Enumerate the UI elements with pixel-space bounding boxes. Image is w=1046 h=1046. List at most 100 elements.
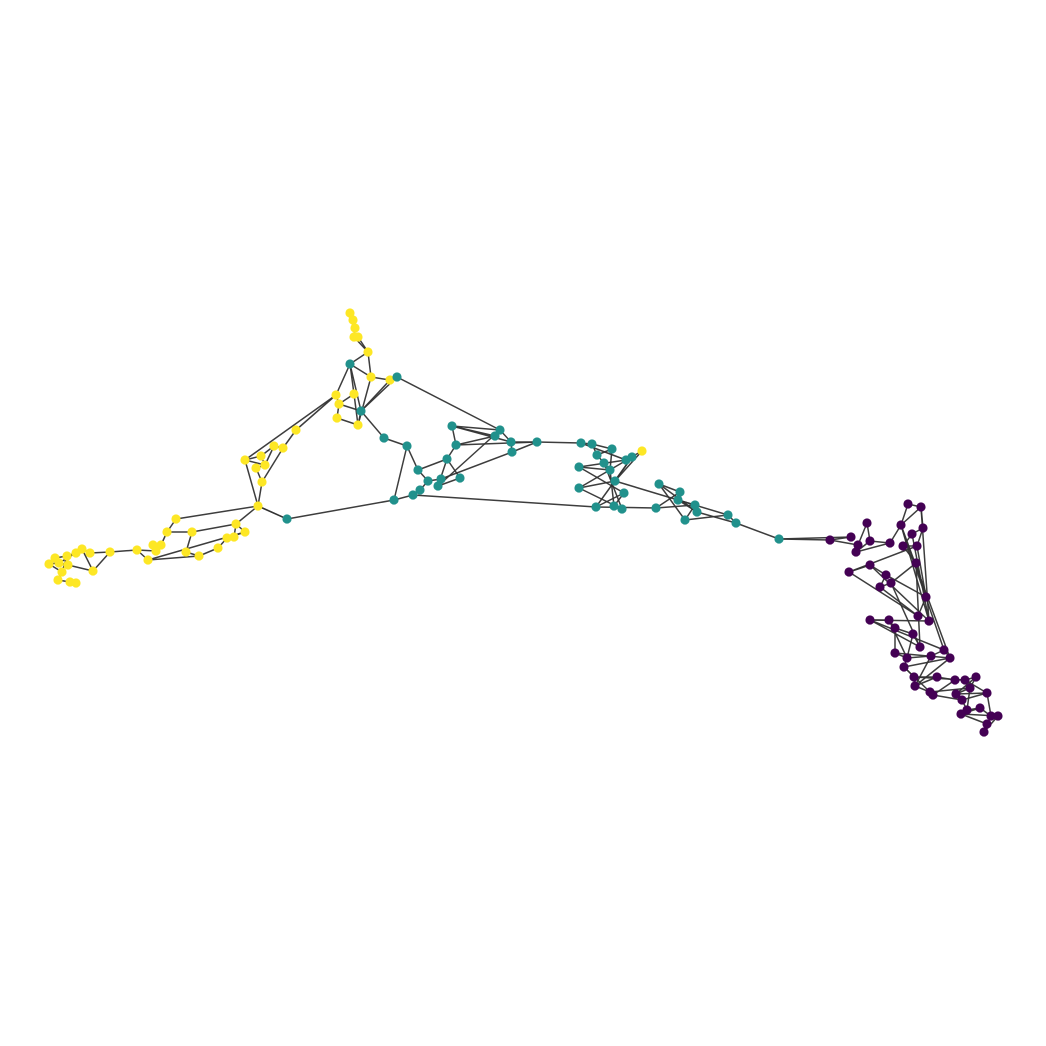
graph-node-c1 xyxy=(607,444,617,454)
graph-node-c0 xyxy=(825,535,835,545)
graph-edge xyxy=(900,524,930,622)
graph-node-c0 xyxy=(911,558,921,568)
graph-edge xyxy=(147,555,200,561)
graph-edge xyxy=(696,511,737,524)
graph-node-c2 xyxy=(291,425,301,435)
graph-node-c2 xyxy=(332,413,342,423)
graph-node-c2 xyxy=(57,567,67,577)
graph-node-c2 xyxy=(171,514,181,524)
graph-node-c1 xyxy=(356,406,366,416)
graph-node-c2 xyxy=(71,548,81,558)
graph-node-c0 xyxy=(881,570,891,580)
graph-node-c1 xyxy=(402,441,412,451)
graph-edge xyxy=(915,562,921,648)
graph-edge xyxy=(175,505,259,520)
graph-node-c0 xyxy=(846,532,856,542)
graph-node-c2 xyxy=(334,399,344,409)
graph-node-c0 xyxy=(960,675,970,685)
graph-node-c2 xyxy=(54,558,64,568)
node-layer xyxy=(44,308,1003,737)
graph-node-c2 xyxy=(331,390,341,400)
graph-node-c1 xyxy=(609,501,619,511)
graph-node-c2 xyxy=(88,566,98,576)
graph-node-c2 xyxy=(194,551,204,561)
graph-node-c2 xyxy=(143,555,153,565)
graph-node-c2 xyxy=(253,501,263,511)
graph-node-c0 xyxy=(915,642,925,652)
graph-node-c0 xyxy=(886,578,896,588)
graph-node-c0 xyxy=(898,541,908,551)
graph-edge xyxy=(914,655,932,687)
graph-node-c1 xyxy=(587,439,597,449)
graph-edge xyxy=(286,499,395,520)
graph-node-c2 xyxy=(637,446,647,456)
graph-node-c0 xyxy=(913,611,923,621)
graph-edge xyxy=(417,458,448,471)
graph-node-c0 xyxy=(899,662,909,672)
graph-node-c0 xyxy=(979,727,989,737)
graph-node-c1 xyxy=(576,438,586,448)
graph-node-c1 xyxy=(591,502,601,512)
graph-node-c0 xyxy=(965,683,975,693)
graph-node-c1 xyxy=(392,372,402,382)
graph-node-c0 xyxy=(918,523,928,533)
graph-node-c0 xyxy=(884,615,894,625)
graph-edge xyxy=(869,619,945,651)
graph-edge xyxy=(349,363,362,412)
graph-edge xyxy=(244,459,259,507)
graph-node-c1 xyxy=(451,440,461,450)
graph-node-c2 xyxy=(63,560,73,570)
graph-node-c2 xyxy=(353,420,363,430)
graph-node-c2 xyxy=(44,559,54,569)
graph-node-c2 xyxy=(349,389,359,399)
graph-node-c0 xyxy=(865,615,875,625)
graph-edge xyxy=(257,505,288,520)
graph-node-c0 xyxy=(865,536,875,546)
graph-edge xyxy=(658,483,686,521)
graph-node-c0 xyxy=(912,541,922,551)
graph-edge xyxy=(536,441,582,444)
graph-node-c0 xyxy=(890,623,900,633)
graph-node-c2 xyxy=(71,578,81,588)
graph-node-c1 xyxy=(408,490,418,500)
graph-node-c0 xyxy=(993,711,1003,721)
graph-node-c2 xyxy=(348,315,358,325)
graph-node-c1 xyxy=(455,473,465,483)
graph-edge xyxy=(295,394,337,431)
graph-node-c0 xyxy=(951,689,961,699)
graph-node-c1 xyxy=(627,452,637,462)
graph-node-c0 xyxy=(916,502,926,512)
graph-node-c0 xyxy=(982,719,992,729)
graph-node-c2 xyxy=(269,441,279,451)
graph-edge xyxy=(261,447,284,483)
graph-node-c2 xyxy=(345,308,355,318)
graph-edge xyxy=(578,480,616,489)
graph-edge xyxy=(595,492,625,508)
graph-node-c0 xyxy=(957,695,967,705)
graph-edge xyxy=(960,713,988,725)
graph-node-c1 xyxy=(605,465,615,475)
graph-node-c1 xyxy=(574,483,584,493)
graph-node-c2 xyxy=(132,545,142,555)
graph-node-c1 xyxy=(723,510,733,520)
graph-edge xyxy=(955,692,988,695)
graph-node-c1 xyxy=(592,450,602,460)
graph-node-c1 xyxy=(413,465,423,475)
graph-edge xyxy=(609,469,615,507)
graph-node-c2 xyxy=(278,443,288,453)
graph-node-c1 xyxy=(506,437,516,447)
graph-node-c2 xyxy=(240,527,250,537)
graph-node-c2 xyxy=(151,546,161,556)
graph-node-c2 xyxy=(231,519,241,529)
graph-node-c0 xyxy=(875,582,885,592)
graph-node-c1 xyxy=(731,518,741,528)
graph-edge xyxy=(829,539,859,546)
graph-edge xyxy=(412,494,597,508)
graph-edge xyxy=(455,441,538,446)
graph-node-c1 xyxy=(574,462,584,472)
graph-node-c0 xyxy=(928,690,938,700)
graph-edge xyxy=(677,499,729,516)
graph-edge xyxy=(614,450,643,482)
graph-node-c0 xyxy=(950,675,960,685)
